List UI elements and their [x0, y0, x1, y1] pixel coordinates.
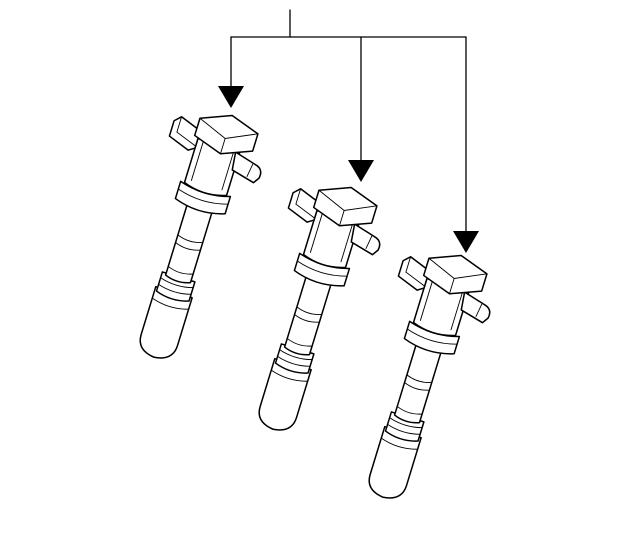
arrowhead-3	[453, 231, 479, 253]
arrowhead-2	[348, 160, 374, 182]
ignition-coil-2	[224, 170, 395, 445]
callout-leader	[230, 9, 467, 234]
ignition-coil-1	[105, 98, 276, 373]
ignition-coil-3	[334, 238, 505, 513]
arrowhead-1	[218, 86, 244, 108]
